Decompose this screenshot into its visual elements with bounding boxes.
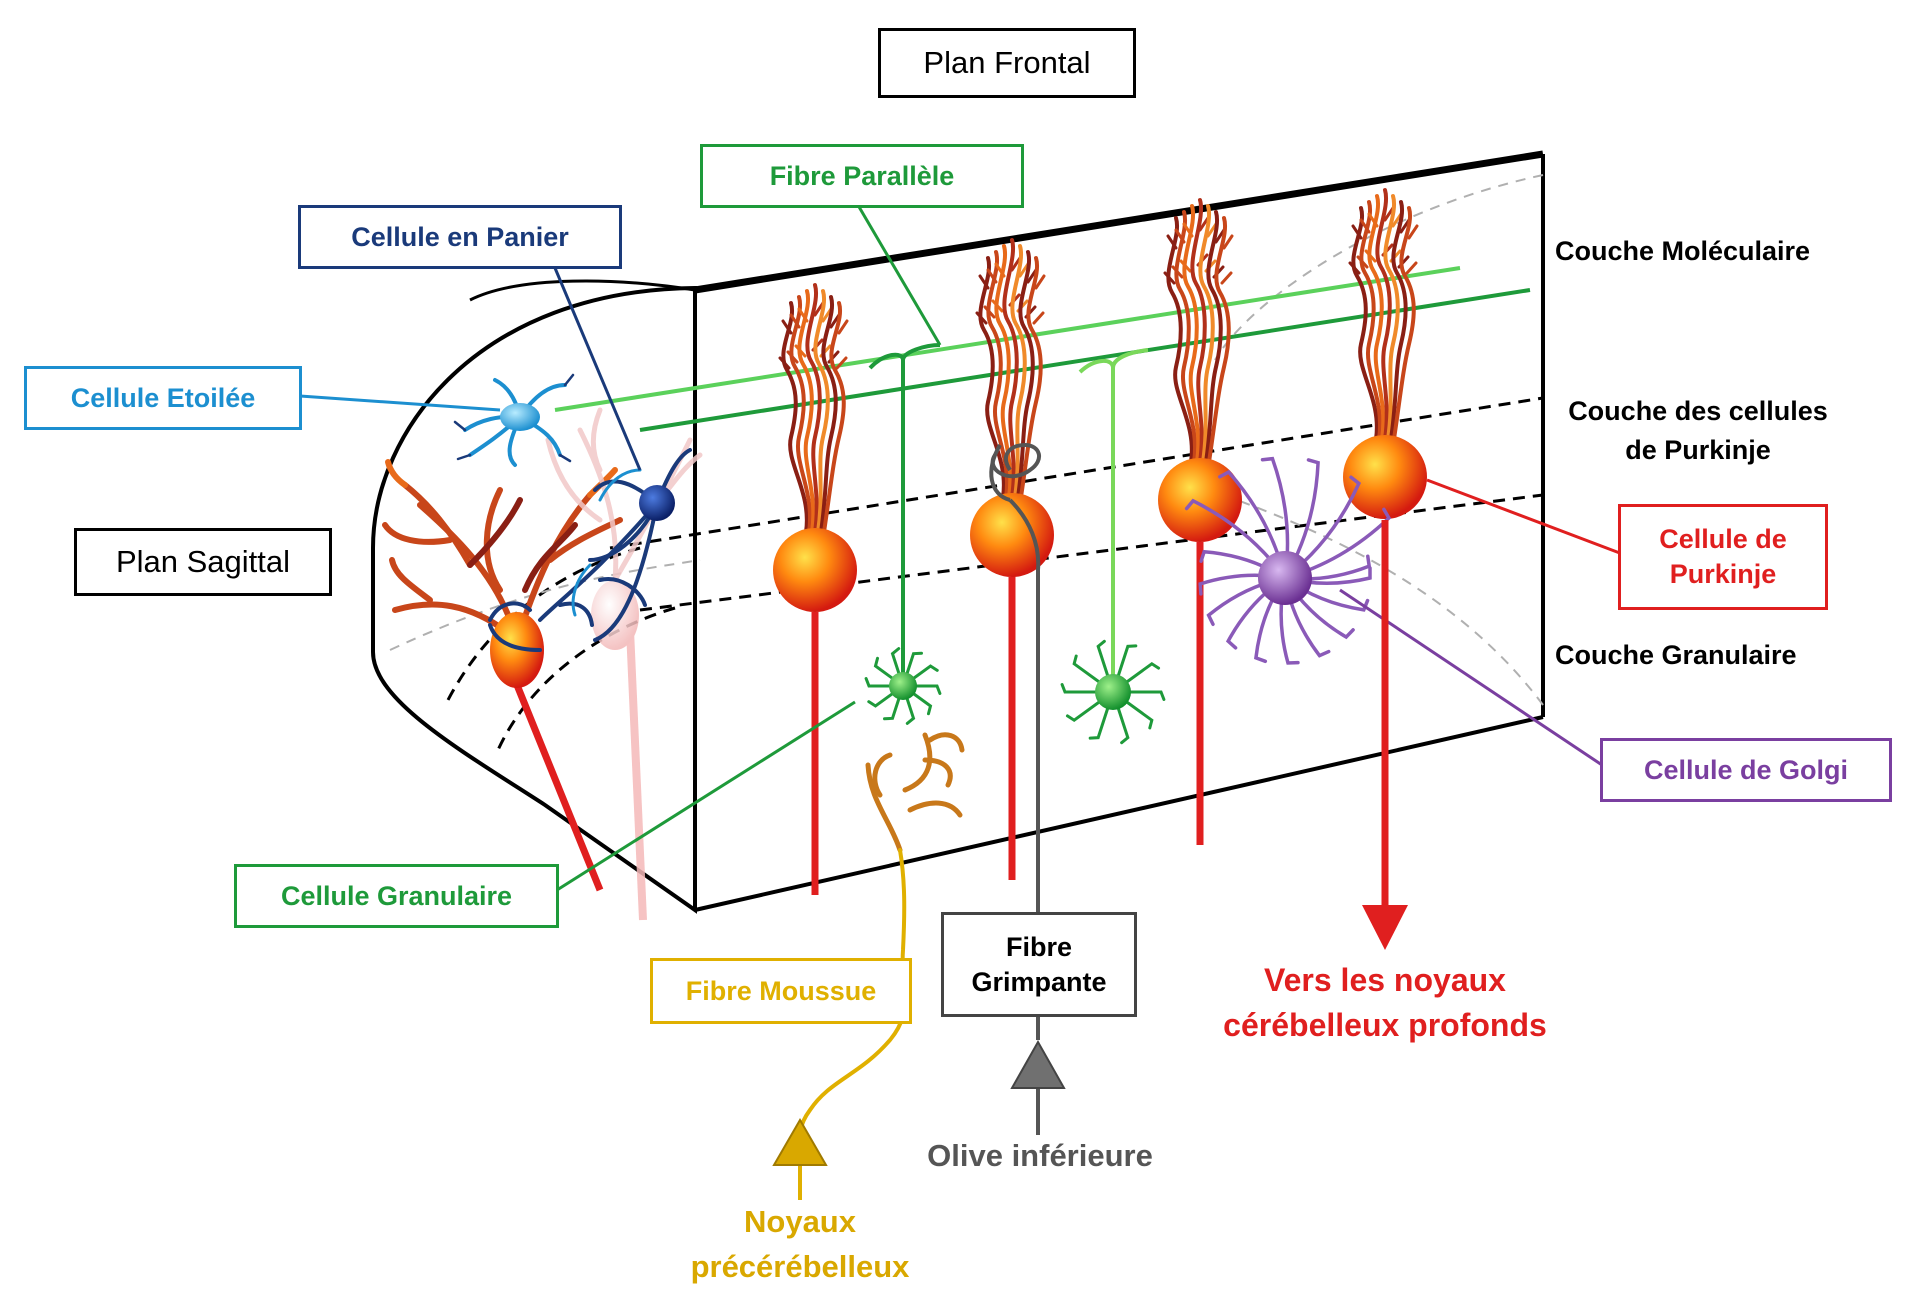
purkinje-dendrite [994, 244, 1013, 499]
stellate-cell [453, 373, 575, 467]
purkinje-dendrite [1182, 204, 1201, 464]
purkinje-dendrite [1190, 198, 1207, 464]
purkinje-dendrite [1207, 216, 1231, 464]
triangle-arrow-icon [1362, 905, 1408, 950]
purkinje-dendrite [1166, 216, 1194, 464]
block-top-edge [694, 150, 1544, 294]
cellule-golgi-label: Cellule de Golgi [1600, 738, 1892, 802]
cortex-block [371, 150, 1545, 914]
layer-purkinje-label: Couche des cellules de Purkinje [1568, 396, 1828, 466]
purkinje-cell [970, 238, 1054, 880]
plan-frontal-label: Plan Frontal [878, 28, 1136, 98]
purkinje-dendrite [781, 301, 809, 534]
granule-cell-2 [1060, 639, 1166, 745]
fibre-grimpante-label: Fibre Grimpante [941, 912, 1137, 1017]
mossy-fiber [797, 732, 965, 1162]
triangle-arrow-icon [772, 1118, 828, 1166]
layer-granulaire-label: Couche Granulaire [1555, 640, 1797, 670]
sagittal-purkinje-cell [382, 459, 623, 892]
cellule-purkinje-label: Cellule de Purkinje [1618, 504, 1828, 610]
purkinje-dendrite [1359, 200, 1382, 441]
fibre-moussue-label: Fibre Moussue [650, 958, 912, 1024]
red-sphere-icon [490, 612, 544, 688]
frontal-purkinje-cells [773, 188, 1427, 895]
purkinje-dendrite [822, 301, 846, 534]
boundary-sagittal-2 [496, 606, 676, 751]
plan-sagittal-label: Plan Sagittal [74, 528, 332, 596]
purkinje-cell [1343, 188, 1427, 519]
purkinje-dendrite [805, 283, 822, 534]
purkinje-dendrite [1204, 210, 1223, 464]
block-bottom-edge [694, 715, 1544, 912]
olive-inferieure-label: Olive inférieure [927, 1138, 1153, 1173]
red-sphere-icon [970, 493, 1054, 577]
layer-moleculaire-label: Couche Moléculaire [1555, 236, 1811, 266]
granule-ascending-axon-2 [1078, 348, 1149, 690]
purkinje-cell [773, 283, 857, 895]
purkinje-dendrite [819, 295, 838, 534]
purkinje-dendrite [789, 295, 812, 534]
green-sphere-icon [889, 672, 917, 700]
faded-purkinje-cell [545, 407, 703, 921]
purple-sphere-icon [1258, 551, 1312, 605]
top-curve-shadow [469, 279, 696, 302]
purkinje-dendrite [1392, 206, 1416, 441]
purkinje-dendrite [797, 289, 816, 534]
green-sphere-icon [1095, 674, 1131, 710]
purkinje-dendrite [813, 289, 830, 534]
sagittal-purkinje-dendrites [382, 459, 623, 643]
purkinje-dendrite [1174, 210, 1197, 464]
granule-cell-1 [864, 647, 942, 725]
cellule-panier-label: Cellule en Panier [298, 205, 622, 269]
purkinje-dendrite [1351, 206, 1379, 441]
red-sphere-icon [773, 528, 857, 612]
red-sphere-icon [1343, 435, 1427, 519]
sagittal-face-curve [371, 285, 697, 914]
basket-cell [488, 448, 692, 652]
purkinje-dendrite [1375, 188, 1392, 441]
red-sphere-icon [1158, 458, 1242, 542]
label-connectors [299, 199, 1626, 892]
purkinje-dendrite [1383, 194, 1400, 441]
climbing-fiber [989, 442, 1041, 1040]
blue-sphere-icon [639, 485, 675, 521]
arrows [772, 520, 1408, 1200]
purkinje-dendrite [986, 250, 1009, 499]
golgi-cell [1184, 456, 1392, 665]
purkinje-dendrite [1389, 200, 1408, 441]
granule-ascending-axon-1 [868, 343, 941, 683]
fibre-parallele-label: Fibre Parallèle [700, 144, 1024, 208]
noyaux-precerebelleux-label: Noyaux précérébelleux [690, 1204, 910, 1284]
cellule-etoilee-label: Cellule Etoilée [24, 366, 302, 430]
purkinje-dendrite [1198, 204, 1215, 464]
purkinje-dendrite [1367, 194, 1386, 441]
noyaux-profonds-label: Vers les noyaux cérébelleux profonds [1223, 962, 1547, 1044]
lightblue-sphere-icon [500, 403, 540, 431]
sagittal-purkinje-axon [513, 683, 604, 892]
triangle-arrow-icon [1010, 1039, 1066, 1089]
purkinje-dendrite [1002, 238, 1019, 499]
cellule-granulaire-label: Cellule Granulaire [234, 864, 559, 928]
pink-sphere-icon [591, 580, 639, 650]
